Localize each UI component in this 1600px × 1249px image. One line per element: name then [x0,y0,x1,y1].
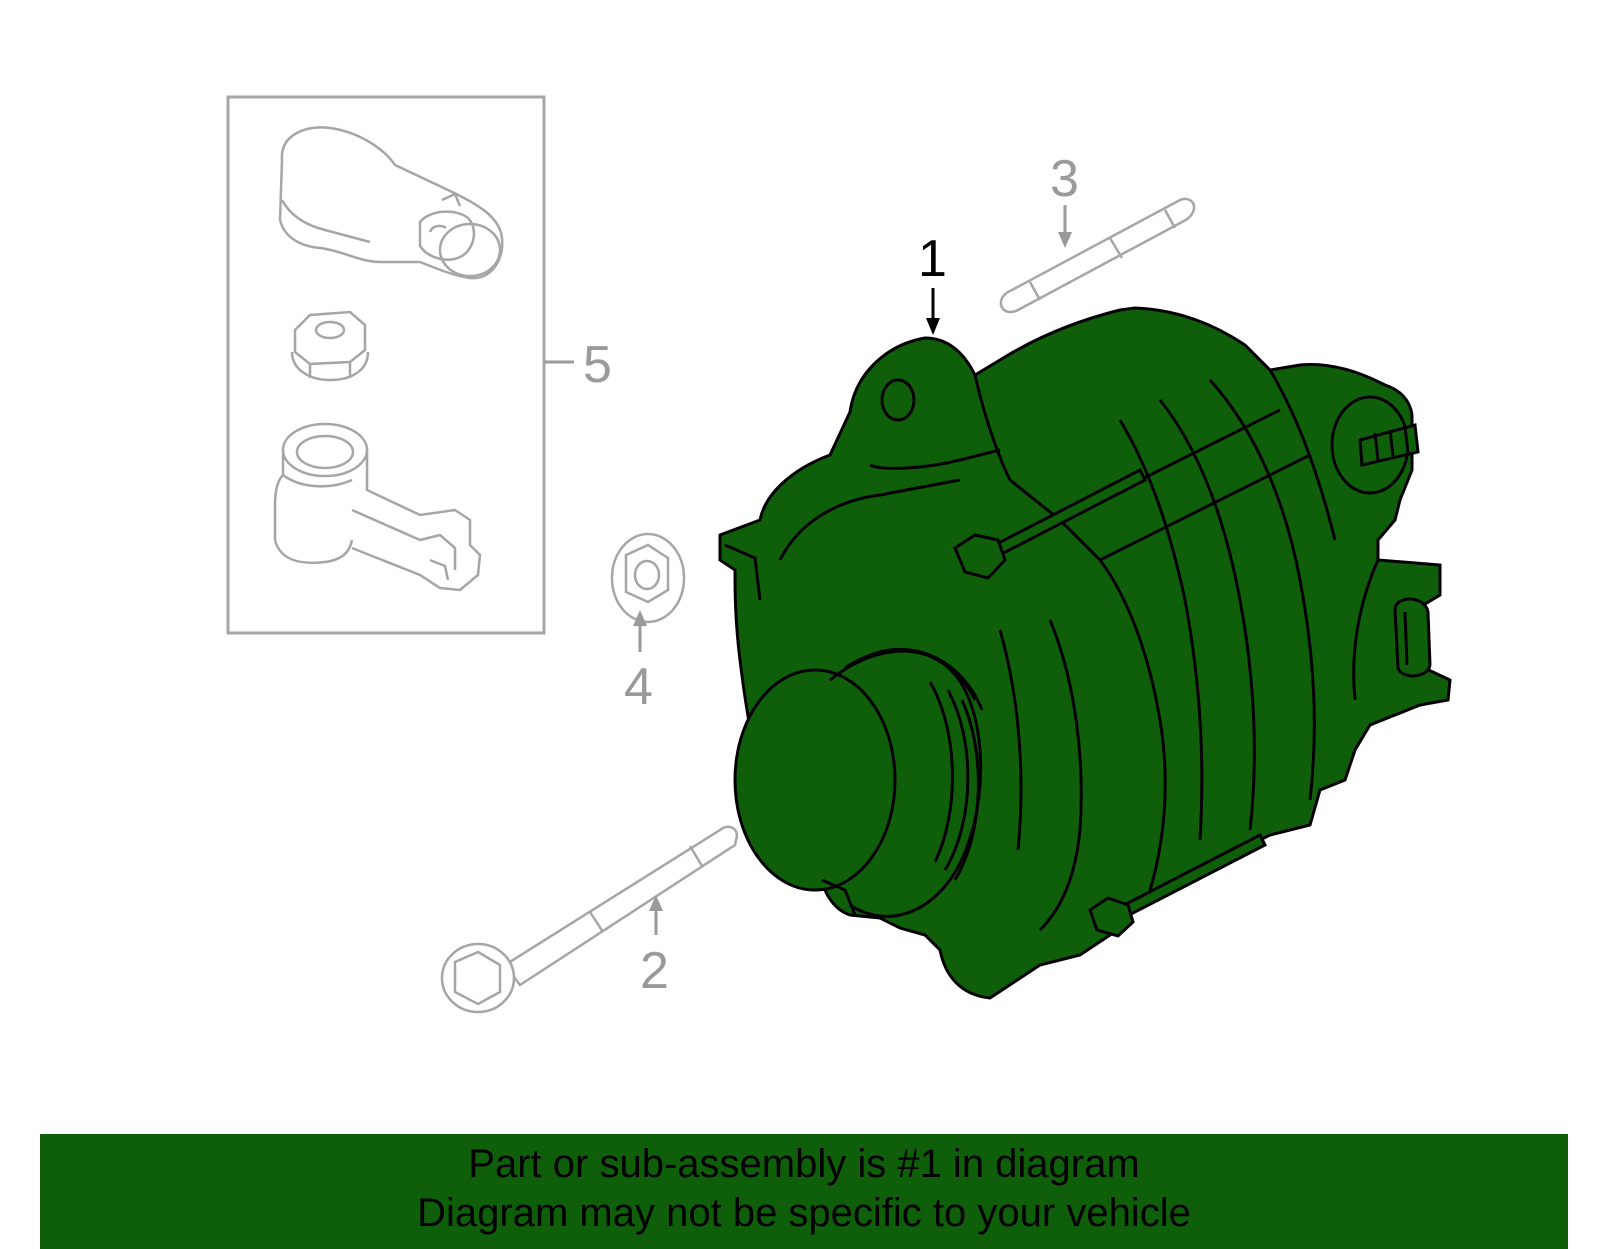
callout-3-arrow [1058,205,1072,248]
pulley-face [733,668,897,892]
part-5-kit[interactable] [226,95,574,635]
part-4-nut[interactable] [610,532,686,624]
callout-1-arrow [926,288,940,335]
callout-4-arrow [633,610,647,652]
info-banner: Part or sub-assembly is #1 in diagram Di… [40,1134,1568,1249]
alternator-body [718,306,1452,1000]
terminal-boot-drawing [278,126,504,280]
mount-hole [880,378,916,422]
part-2-bolt[interactable] [440,825,739,1014]
callout-3[interactable]: 3 [1050,150,1079,208]
part-1-alternator[interactable] [718,306,1452,1000]
banner-line-2: Diagram may not be specific to your vehi… [417,1191,1191,1235]
small-nut-drawing [290,310,370,382]
part-3-stud[interactable] [999,197,1196,314]
callout-2[interactable]: 2 [640,942,669,1000]
part-5-kit-frame [226,95,546,635]
callout-2-arrow [649,895,663,935]
callout-1[interactable]: 1 [918,230,947,288]
callout-5[interactable]: 5 [583,336,612,394]
callout-4[interactable]: 4 [624,658,653,716]
banner-line-1: Part or sub-assembly is #1 in diagram [468,1142,1140,1186]
battery-clamp-drawing [273,422,482,592]
